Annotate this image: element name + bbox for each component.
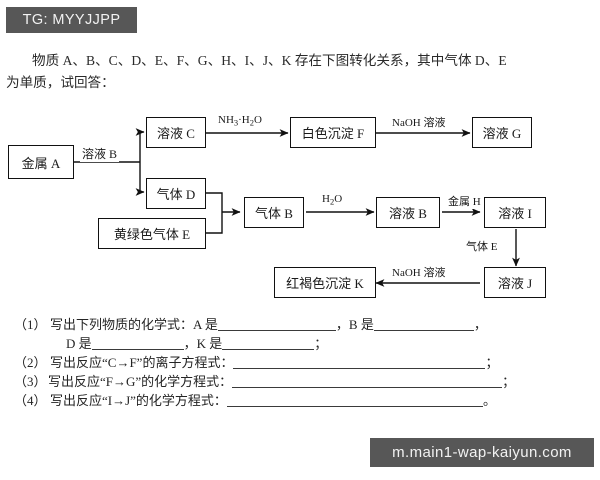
- answer-blank-q2[interactable]: [233, 355, 486, 369]
- node-solution-b-label: 溶液 B: [389, 206, 427, 221]
- answer-blank-d[interactable]: [91, 336, 184, 350]
- answer-blank-k[interactable]: [222, 336, 315, 350]
- question-2-number: （2）: [14, 355, 47, 370]
- node-metal-a-label: 金属 A: [21, 155, 61, 171]
- question-2: （2）写出反应“C→F”的离子方程式： ；: [14, 352, 594, 371]
- edge-label-metal-h: 金属 H: [446, 193, 483, 209]
- question-2-end: ；: [485, 355, 499, 370]
- node-solution-b: 溶液 B: [376, 197, 440, 228]
- edge-label-ammonia-hydrate: NH3·H2O: [216, 114, 264, 128]
- node-metal-a: 金属 A: [8, 145, 74, 179]
- question-1-text-3: ，: [473, 317, 487, 332]
- question-1-line2-end: ；: [314, 336, 328, 351]
- node-solution-i-label: 溶液 I: [498, 206, 532, 221]
- intro-line-1: 物质 A、B、C、D、E、F、G、H、I、J、K 存在下图转化关系，其中气体 D…: [32, 53, 507, 68]
- question-4-end: 。: [482, 393, 496, 408]
- edge-label-gas-e: 气体 E: [464, 238, 500, 254]
- node-solution-i: 溶液 I: [484, 197, 546, 228]
- question-3-number: （3）: [14, 374, 47, 389]
- node-gas-b: 气体 B: [244, 197, 304, 228]
- reaction-flow-diagram: 金属 A 溶液 C 白色沉淀 F 溶液 G 气体 D 黄绿色气体 E 气体 B …: [0, 100, 600, 310]
- question-1-text: 写出下列物质的化学式：A 是: [50, 317, 218, 332]
- question-3-text: 写出反应“F→G”的化学方程式：: [48, 374, 233, 389]
- answer-blank-a[interactable]: [217, 317, 336, 331]
- node-solution-g-label: 溶液 G: [482, 126, 522, 141]
- node-white-precipitate-f: 白色沉淀 F: [290, 117, 376, 148]
- node-gas-d-label: 气体 D: [156, 187, 196, 202]
- edge-label-naoh-solution-fg: NaOH 溶液: [390, 114, 448, 130]
- question-1-line2-mid: ，K 是: [183, 336, 223, 351]
- node-gas-d: 气体 D: [146, 178, 206, 209]
- question-3: （3）写出反应“F→G”的化学方程式： ；: [14, 371, 594, 390]
- answer-blank-q3[interactable]: [232, 374, 503, 388]
- edge-label-naoh-solution-jk: NaOH 溶液: [390, 264, 448, 280]
- question-1-line-1: （1）写出下列物质的化学式：A 是 ，B 是 ，: [14, 314, 594, 333]
- edge-label-water: H2O: [320, 193, 345, 207]
- node-solution-j-label: 溶液 J: [497, 276, 533, 291]
- watermark-bottom-text: m.main1-wap-kaiyun.com: [392, 444, 572, 461]
- question-1-text-2: ，B 是: [335, 317, 374, 332]
- watermark-top: TG: MYYJJPP: [6, 7, 137, 33]
- question-4: （4）写出反应“I→J”的化学方程式： 。: [14, 390, 594, 409]
- diagram-connectors: [74, 128, 520, 287]
- answer-blank-q4[interactable]: [226, 393, 483, 407]
- intro-paragraph: 物质 A、B、C、D、E、F、G、H、I、J、K 存在下图转化关系，其中气体 D…: [6, 50, 600, 90]
- node-solution-c-label: 溶液 C: [157, 126, 195, 141]
- node-solution-j: 溶液 J: [484, 267, 546, 298]
- answer-blank-b[interactable]: [373, 317, 474, 331]
- watermark-bottom: m.main1-wap-kaiyun.com: [370, 438, 594, 467]
- node-gas-b-label: 气体 B: [255, 206, 293, 221]
- question-2-text: 写出反应“C→F”的离子方程式：: [50, 355, 234, 370]
- watermark-top-text: TG: MYYJJPP: [22, 12, 121, 28]
- node-solution-g: 溶液 G: [472, 117, 532, 148]
- question-1-line-2: D 是 ，K 是 ；: [14, 333, 594, 352]
- question-4-number: （4）: [14, 393, 47, 408]
- node-yellow-green-gas-e: 黄绿色气体 E: [98, 218, 206, 249]
- node-red-brown-precipitate-k-label: 红褐色沉淀 K: [286, 276, 364, 291]
- node-yellow-green-gas-e-label: 黄绿色气体 E: [113, 227, 191, 242]
- question-3-end: ；: [502, 374, 516, 389]
- node-red-brown-precipitate-k: 红褐色沉淀 K: [274, 267, 376, 298]
- question-1-line2-pre: D 是: [66, 336, 92, 351]
- node-white-precipitate-f-label: 白色沉淀 F: [301, 126, 365, 141]
- question-1-number: （1）: [14, 317, 47, 332]
- questions-block: （1）写出下列物质的化学式：A 是，B 是， D 是，K 是； （2）写出反应“…: [14, 314, 594, 409]
- node-solution-c: 溶液 C: [146, 117, 206, 148]
- intro-line-2: 为单质，试回答：: [6, 75, 115, 90]
- question-4-text: 写出反应“I→J”的化学方程式：: [50, 393, 227, 408]
- edge-label-solution-b: 溶液 B: [80, 145, 120, 162]
